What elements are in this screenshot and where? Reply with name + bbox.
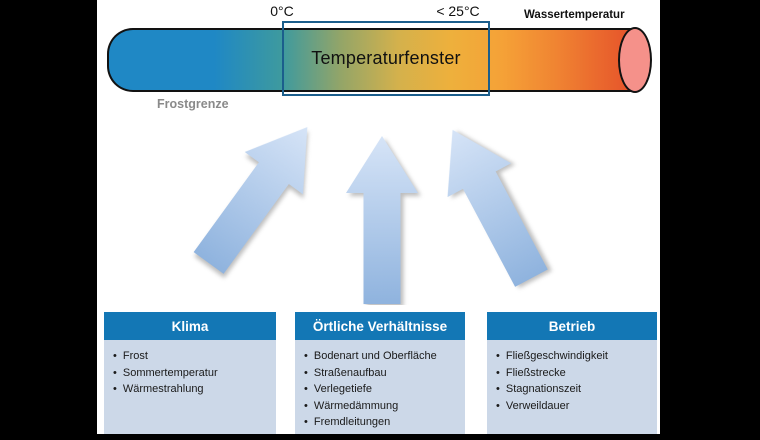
- factor-list: FließgeschwindigkeitFließstreckeStagnati…: [487, 340, 657, 414]
- bullet-item: Verweildauer: [496, 398, 653, 415]
- factor-box-betrieb: Betrieb FließgeschwindigkeitFließstrecke…: [487, 312, 657, 434]
- pipe-end-cap: [618, 27, 652, 93]
- factor-list: FrostSommertemperaturWärmestrahlung: [104, 340, 276, 398]
- factor-box-title: Örtliche Verhältnisse: [295, 312, 465, 340]
- bullet-item: Straßenaufbau: [304, 365, 461, 382]
- bullet-item: Fließstrecke: [496, 365, 653, 382]
- frost-limit-label: Frostgrenze: [157, 97, 229, 111]
- bullet-item: Sommertemperatur: [113, 365, 272, 382]
- factor-box-klima: Klima FrostSommertemperaturWärmestrahlun…: [104, 312, 276, 434]
- factor-box-title: Klima: [104, 312, 276, 340]
- influence-arrows-graphic: [193, 127, 548, 304]
- temperature-window-label: Temperaturfenster: [311, 48, 461, 68]
- temp-low-label: 0°C: [270, 3, 294, 19]
- bullet-item: Frost: [113, 348, 272, 365]
- bullet-item: Stagnationszeit: [496, 381, 653, 398]
- up-arrow-middle: [346, 136, 418, 304]
- bullet-item: Wärmestrahlung: [113, 381, 272, 398]
- temp-high-label: < 25°C: [436, 3, 480, 19]
- bullet-item: Wärmedämmung: [304, 398, 461, 415]
- bullet-item: Bodenart und Oberfläche: [304, 348, 461, 365]
- content-area: Temperaturfenster 0°C < 25°C Wassertempe…: [97, 0, 660, 434]
- temperature-window-box: Temperaturfenster: [282, 21, 490, 96]
- bullet-item: Fließgeschwindigkeit: [496, 348, 653, 365]
- water-temperature-label: Wassertemperatur: [524, 9, 625, 21]
- factor-box-title: Betrieb: [487, 312, 657, 340]
- factor-list: Bodenart und OberflächeStraßenaufbauVerl…: [295, 340, 465, 431]
- up-arrow-right: [447, 129, 548, 287]
- bullet-item: Verlegetiefe: [304, 381, 461, 398]
- up-arrow-left: [193, 127, 308, 274]
- factor-box-oertliche-verhaeltnisse: Örtliche Verhältnisse Bodenart und Oberf…: [295, 312, 465, 434]
- water-pipe-gradient: [107, 28, 635, 92]
- bullet-item: Fremdleitungen: [304, 414, 461, 431]
